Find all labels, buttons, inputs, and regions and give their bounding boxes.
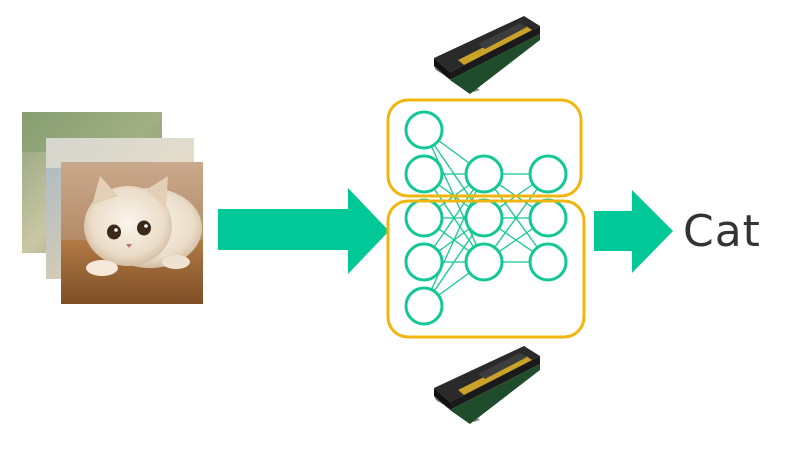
gpu-pcb	[450, 34, 540, 94]
network-node-layer-1	[404, 286, 444, 326]
gpu-pcb	[450, 364, 540, 424]
network-edge	[423, 173, 485, 307]
gpu-front	[450, 26, 540, 80]
cat-eye-left	[107, 224, 121, 240]
cat-ear-left	[92, 176, 118, 205]
gpu-partition-top	[386, 98, 583, 198]
network-node-layer-1	[404, 154, 444, 194]
cat-ear-right	[146, 176, 168, 208]
input-arrow	[218, 188, 389, 274]
neural-network	[404, 110, 568, 326]
network-node-layer-3	[528, 154, 568, 194]
network-node-layer-3	[528, 242, 568, 282]
network-node-layer-1	[404, 110, 444, 150]
network-node-layer-1	[404, 242, 444, 282]
gpu-card-icon	[434, 346, 540, 424]
gpu-card-top	[434, 16, 540, 94]
gpu-side	[434, 58, 450, 80]
output-label: Cat	[683, 206, 761, 257]
gpu-partition-bottom	[386, 199, 586, 339]
gpu-side	[434, 388, 450, 410]
network-node-layer-2	[464, 154, 504, 194]
input-image-stack	[22, 112, 203, 304]
cat-head	[84, 186, 172, 266]
network-nodes	[404, 110, 568, 326]
network-node-layer-3	[528, 198, 568, 238]
gpu-card-icon	[434, 16, 540, 94]
network-node-layer-2	[464, 198, 504, 238]
gpu-gold-stripe	[458, 356, 532, 395]
gpu-gold-stripe	[458, 26, 532, 65]
cat-eye-glint-right	[144, 224, 148, 228]
network-node-layer-1	[404, 198, 444, 238]
cat-eye-glint-left	[114, 228, 118, 232]
gpu-front	[450, 356, 540, 410]
gpu-top-plate	[478, 353, 527, 379]
cat-paw	[86, 260, 118, 276]
network-node-layer-2	[464, 242, 504, 282]
gpu-card-bottom	[434, 346, 540, 424]
cat-paw-right	[162, 255, 190, 269]
cat-nose	[126, 244, 132, 248]
cat-eye-right	[137, 220, 151, 236]
gpu-top-plate	[478, 23, 527, 49]
output-arrow	[594, 190, 673, 273]
cat-photo-stack-icon	[22, 112, 203, 304]
cat-figure	[84, 176, 202, 276]
